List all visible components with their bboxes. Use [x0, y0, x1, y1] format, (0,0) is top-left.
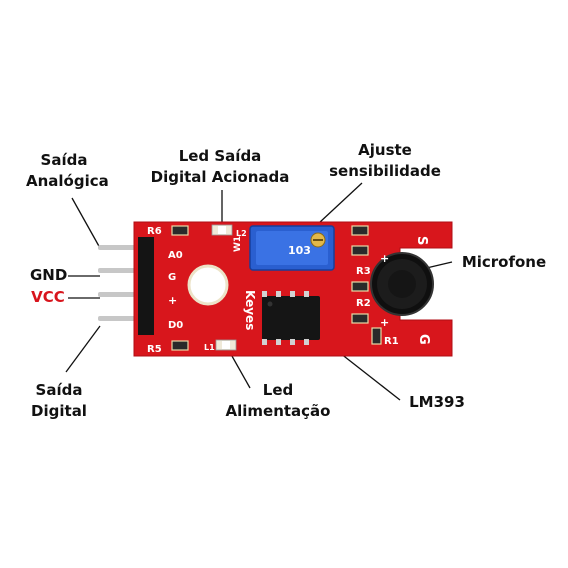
label-r5: R5	[147, 344, 162, 355]
mark-s: S	[414, 236, 429, 245]
pot-label: W1	[233, 236, 243, 252]
digital-led	[211, 224, 233, 236]
leader-digital	[65, 325, 101, 373]
label-digital-output: Saída Digital	[31, 381, 87, 420]
label-r3: R3	[356, 266, 371, 277]
mark-g: G	[416, 334, 431, 345]
header-pins	[98, 245, 144, 321]
pcb-board	[133, 221, 453, 357]
label-digital-led: Led Saída Digital Acionada	[150, 147, 290, 186]
mark-plus-bottom: +	[380, 316, 389, 329]
pin-label-d0: D0	[168, 320, 183, 331]
label-lm393: LM393	[409, 393, 465, 411]
smd-components	[171, 225, 382, 351]
pin-label-plus: +	[168, 294, 177, 307]
label-sensitivity: Ajuste sensibilidade	[329, 141, 441, 180]
label-r2: R2	[356, 298, 371, 309]
power-led	[215, 339, 237, 351]
pin-label-g: G	[168, 272, 176, 283]
header-block	[138, 237, 154, 335]
label-vcc: VCC	[31, 288, 65, 306]
potentiometer	[249, 225, 335, 271]
lm393-chip	[262, 291, 320, 345]
mark-plus-top: +	[380, 252, 389, 265]
pin-label-a0: A0	[168, 250, 183, 261]
label-analog-output: Saída Analógica	[26, 151, 109, 190]
label-l1: L1	[204, 343, 215, 352]
microphone	[370, 252, 434, 316]
label-gnd: GND	[30, 266, 68, 284]
mounting-hole	[187, 264, 229, 306]
label-r1: R1	[384, 336, 399, 347]
pot-marking: 103	[288, 244, 311, 257]
brand-label: Keyes	[243, 290, 257, 330]
label-r6: R6	[147, 226, 162, 237]
label-power-led: Led Alimentação	[225, 381, 331, 420]
label-l2: L2	[236, 229, 247, 238]
leader-analog	[71, 197, 101, 249]
label-microphone: Microfone	[461, 253, 547, 271]
